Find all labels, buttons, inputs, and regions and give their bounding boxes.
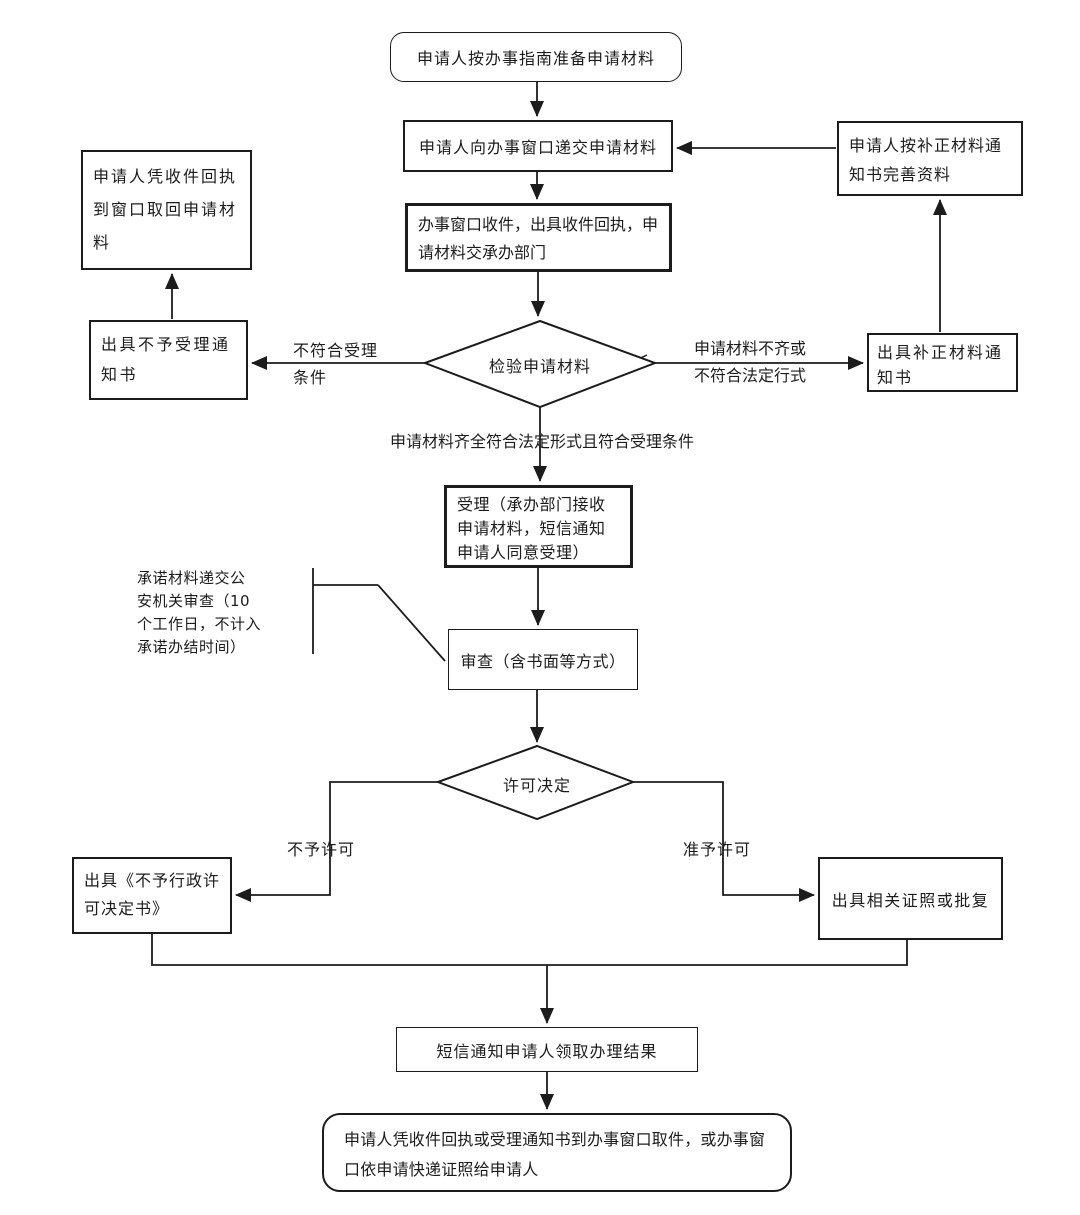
node-sms-notify: 短信通知申请人领取办理结果 <box>396 1027 698 1072</box>
merge-line <box>151 934 908 966</box>
arrow-decision-grant <box>633 781 815 902</box>
node-grant-document: 出具相关证照或批复 <box>818 857 1003 940</box>
edge-label-incomplete: 申请材料不齐或不符合法定行式 <box>694 339 807 385</box>
check-diamond-label: 检验申请材料 <box>488 357 591 376</box>
node-review: 审查（含书面等方式） <box>448 629 638 690</box>
commitment-annotation: 承诺材料递交公 安机关审查（10 个工作日，不计入 承诺办结时间） <box>137 567 332 659</box>
node-complete-materials: 申请人按补正材料通知书完善资料 <box>837 121 1023 196</box>
decision-diamond <box>435 744 636 821</box>
arrow-decision-deny <box>235 781 438 902</box>
node-deny-document: 出具《不予行政许可决定书》 <box>72 857 232 934</box>
commitment-line-3: 个工作日，不计入 <box>137 615 262 633</box>
decision-diamond-label: 许可决定 <box>502 776 571 795</box>
node-retrieve-materials: 申请人凭收件回执到窗口取回申请材料 <box>81 150 252 270</box>
commitment-line-4: 承诺办结时间） <box>137 638 246 656</box>
edge-label-grant: 准予许可 <box>683 840 752 859</box>
node-reject-notice: 出具不予受理通知书 <box>89 320 248 400</box>
edge-label-deny: 不予许可 <box>287 840 356 859</box>
node-final-pickup: 申请人凭收件回执或受理通知书到办事窗口取件，或办事窗口依申请快递证照给申请人 <box>322 1113 792 1192</box>
commitment-line-2: 安机关审查（10 <box>137 592 251 610</box>
check-diamond <box>422 319 658 409</box>
node-submit: 申请人向办事窗口递交申请材料 <box>403 120 673 172</box>
commitment-line-1: 承诺材料递交公 <box>137 569 246 587</box>
node-receive: 办事窗口收件，出具收件回执，申请材料交承办部门 <box>405 203 672 272</box>
edge-label-qualified: 申请材料齐全符合法定形式且符合受理条件 <box>389 432 694 451</box>
edge-label-not-accepted: 不符合受理条件 <box>293 341 379 387</box>
callout-diagonal <box>377 584 446 662</box>
node-accept: 受理（承办部门接收申请材料，短信通知申请人同意受理） <box>444 485 633 568</box>
node-supplement-notice: 出具补正材料通知书 <box>867 333 1018 392</box>
node-start: 申请人按办事指南准备申请材料 <box>390 32 682 82</box>
